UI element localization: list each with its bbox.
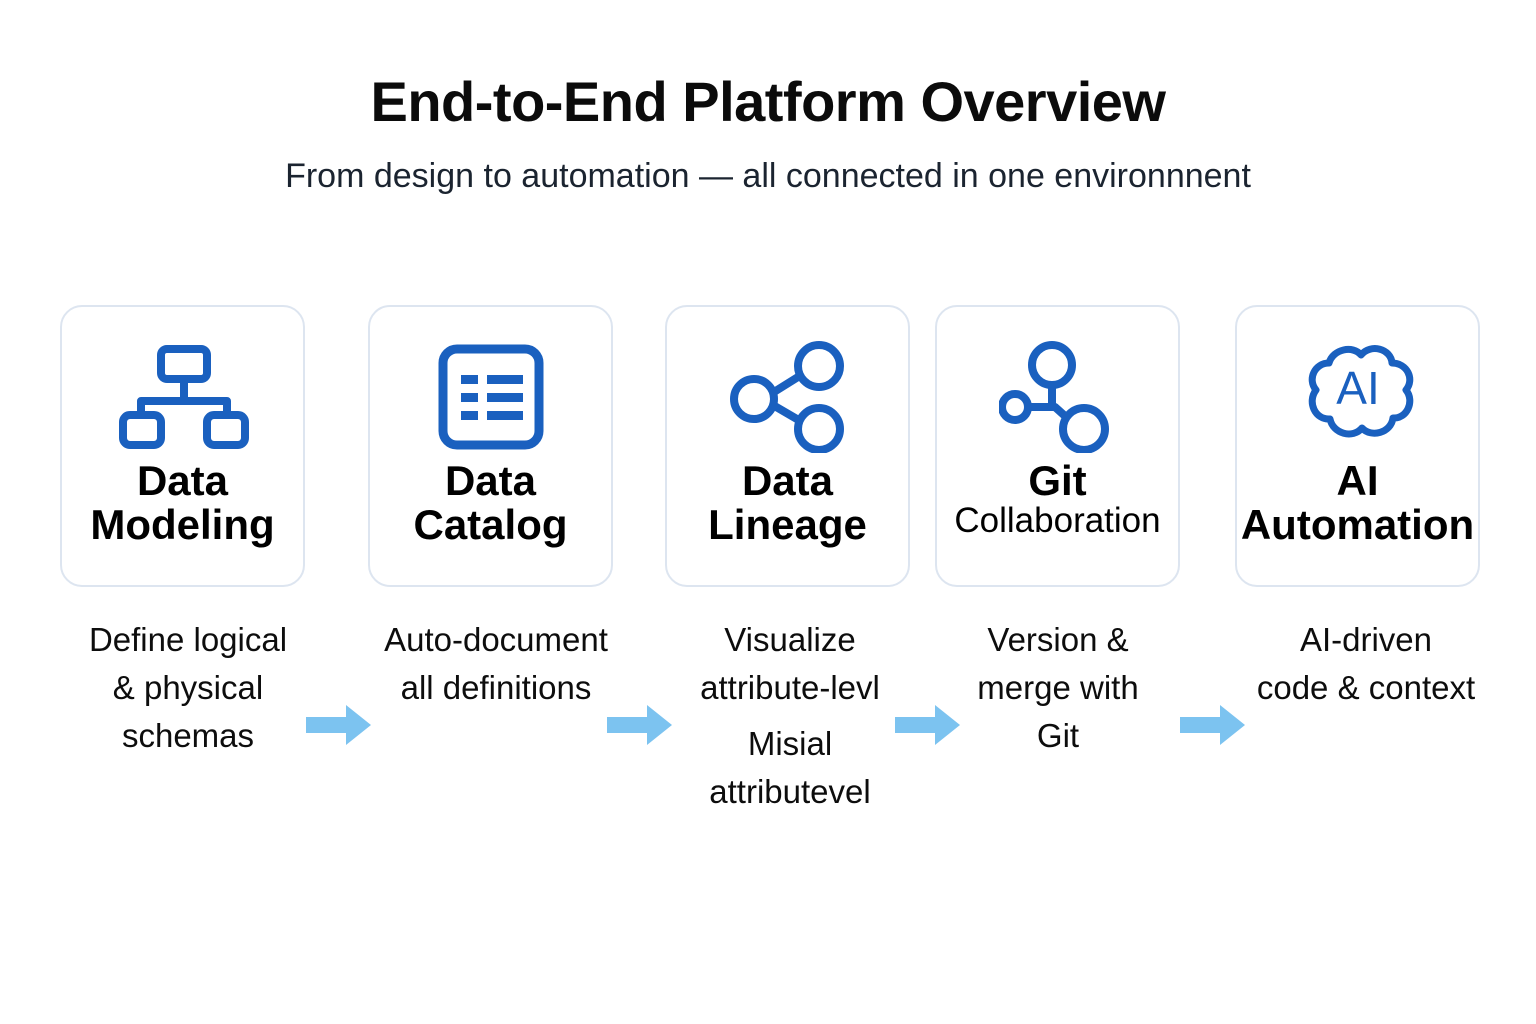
flow-step-title-line2: Collaboration [954,500,1161,540]
flow-step-git-collaboration[interactable]: Git Collaboration [935,305,1180,587]
flow-step-title-line1: Git [1028,457,1087,504]
flow-step-title-line2: Automation [1240,500,1475,548]
share-nodes-icon [726,341,850,453]
flow-step-title: Data Modeling [90,459,274,546]
flow-step-title-line2: Catalog [413,500,568,548]
list-document-icon [435,341,547,453]
flow-step-title-line2: Lineage [708,500,867,548]
flow-step-title: Git Collaboration [954,459,1160,539]
flow-step-title-line1: Data [741,457,834,504]
flow-step-title: Data Lineage [708,459,867,546]
flow-step-data-catalog[interactable]: Data Catalog [368,305,613,587]
flow-step-caption-data-lineage: Visualize attribute-levl [700,621,880,707]
flow-step-title: AI Automation [1241,459,1474,546]
flow-step-caption-ai-automation: AI-driven code & context [1256,621,1476,707]
flow-step-title: Data Catalog [413,459,567,546]
flow-arrow-1 [306,703,372,747]
flow-step-caption-data-catalog: Auto-document all definitions [384,621,608,707]
flow-step-data-lineage[interactable]: Data Lineage [665,305,910,587]
flow-step-caption-extra-data-lineage: Misial attributevel [709,725,871,811]
flow-step-title-line1: Data [136,457,229,504]
page-subtitle: From design to automation — all connecte… [285,157,1251,196]
git-branch-icon [998,341,1117,453]
page-header: End-to-End Platform Overview From design… [0,0,1536,196]
flow-arrow-3 [895,703,961,747]
platform-flow-diagram: Data Modeling Data Catalog [0,305,1536,745]
page-title: End-to-End Platform Overview [370,70,1167,133]
ai-cloud-icon-label: AI [1336,362,1379,414]
flow-step-data-modeling[interactable]: Data Modeling [60,305,305,587]
flow-step-ai-automation[interactable]: AI AI Automation [1235,305,1480,587]
hierarchy-icon [117,341,249,453]
flow-step-title-line1: AI [1336,457,1379,504]
flow-arrow-2 [607,703,673,747]
flow-step-caption-data-modeling: Define logical & physical schemas [88,621,288,755]
flow-step-caption-git-collaboration: Version & merge with Git [977,621,1139,755]
flow-arrow-4 [1180,703,1246,747]
flow-step-title-line2: Modeling [90,500,275,548]
flow-step-title-line1: Data [444,457,537,504]
ai-cloud-icon: AI [1295,341,1421,453]
